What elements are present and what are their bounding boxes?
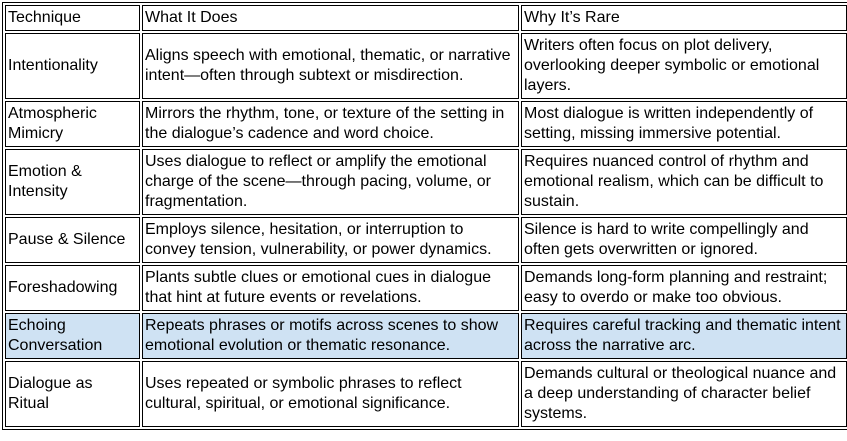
cell-technique: Echoing Conversation: [5, 313, 140, 359]
cell-what-it-does: Aligns speech with emotional, thematic, …: [142, 33, 519, 99]
cell-technique: Atmospheric Mimicry: [5, 101, 140, 147]
cell-what-it-does: Employs silence, hesitation, or interrup…: [142, 217, 519, 263]
cell-technique: Dialogue as Ritual: [5, 361, 140, 427]
column-header-technique: Technique: [5, 5, 140, 31]
cell-why-its-rare: Requires careful tracking and thematic i…: [521, 313, 847, 359]
cell-technique: Foreshadowing: [5, 265, 140, 311]
table-row: Foreshadowing Plants subtle clues or emo…: [5, 265, 847, 311]
cell-technique: Intentionality: [5, 33, 140, 99]
cell-what-it-does: Uses repeated or symbolic phrases to ref…: [142, 361, 519, 427]
cell-why-its-rare: Demands cultural or theological nuance a…: [521, 361, 847, 427]
header-row: Technique What It Does Why It’s Rare: [5, 5, 847, 31]
table-row: Intentionality Aligns speech with emotio…: [5, 33, 847, 99]
cell-what-it-does: Uses dialogue to reflect or amplify the …: [142, 149, 519, 215]
cell-why-its-rare: Silence is hard to write compellingly an…: [521, 217, 847, 263]
table-row: Pause & Silence Employs silence, hesitat…: [5, 217, 847, 263]
cell-why-its-rare: Most dialogue is written independently o…: [521, 101, 847, 147]
cell-what-it-does: Repeats phrases or motifs across scenes …: [142, 313, 519, 359]
cell-why-its-rare: Writers often focus on plot delivery, ov…: [521, 33, 847, 99]
dialogue-techniques-table: Technique What It Does Why It’s Rare Int…: [2, 2, 847, 430]
table-row: Dialogue as Ritual Uses repeated or symb…: [5, 361, 847, 427]
cell-why-its-rare: Demands long-form planning and restraint…: [521, 265, 847, 311]
column-header-what-it-does: What It Does: [142, 5, 519, 31]
table-row: Emotion & Intensity Uses dialogue to ref…: [5, 149, 847, 215]
table-row-highlighted: Echoing Conversation Repeats phrases or …: [5, 313, 847, 359]
table-row: Atmospheric Mimicry Mirrors the rhythm, …: [5, 101, 847, 147]
cell-why-its-rare: Requires nuanced control of rhythm and e…: [521, 149, 847, 215]
document-page: Technique What It Does Why It’s Rare Int…: [2, 2, 847, 430]
column-header-why-its-rare: Why It’s Rare: [521, 5, 847, 31]
cell-technique: Emotion & Intensity: [5, 149, 140, 215]
cell-technique: Pause & Silence: [5, 217, 140, 263]
cell-what-it-does: Plants subtle clues or emotional cues in…: [142, 265, 519, 311]
cell-what-it-does: Mirrors the rhythm, tone, or texture of …: [142, 101, 519, 147]
